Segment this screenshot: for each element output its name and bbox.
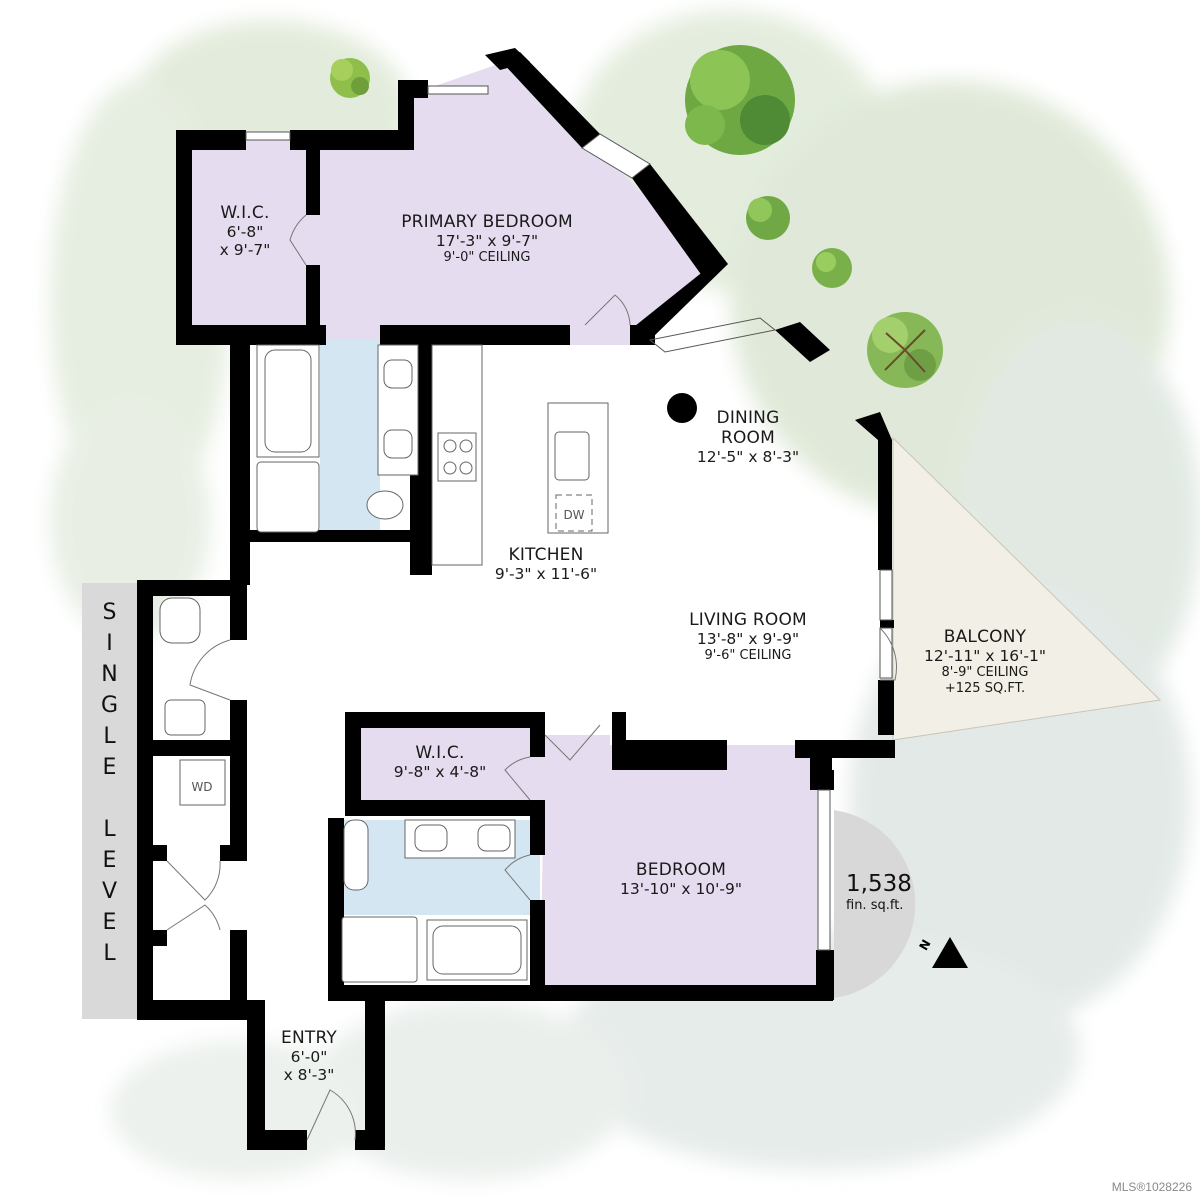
tree-icon xyxy=(746,196,790,240)
banner-letter: L xyxy=(103,724,116,749)
room-name: BALCONY xyxy=(943,627,1027,647)
mls-watermark: MLS®1028226 xyxy=(1111,1180,1192,1194)
room-name: KITCHEN xyxy=(508,545,584,565)
dining-room-label: DINING ROOM 12'-5" x 8'-3" xyxy=(697,408,799,466)
room-name: ENTRY xyxy=(281,1028,337,1048)
room-name: LIVING ROOM xyxy=(689,610,807,630)
doors xyxy=(166,214,897,1141)
banner-letter: G xyxy=(100,693,119,718)
area-circle xyxy=(834,810,916,998)
wic-primary-label: W.I.C. 6'-8" x 9'-7" xyxy=(220,203,271,260)
ceiling-height: 9'-6" CEILING xyxy=(704,648,792,664)
balcony-label: BALCONY 12'-11" x 16'-1" 8'-9" CEILING +… xyxy=(924,627,1046,696)
primary-bedroom-label: PRIMARY BEDROOM 17'-3" x 9'-7" 9'-0" CEI… xyxy=(401,212,573,266)
bathroom-fixtures xyxy=(159,344,528,983)
room-dimension: 9'-3" x 11'-6" xyxy=(494,565,598,584)
room-name: ROOM xyxy=(720,428,776,449)
finished-area: 1,538 fin. sq.ft. xyxy=(846,871,912,914)
tree-icon xyxy=(330,58,370,98)
banner-letter: E xyxy=(102,910,117,935)
area-unit: fin. sq.ft. xyxy=(846,898,904,913)
room-dimension: 12'-11" x 16'-1" xyxy=(923,647,1047,666)
bedroom-label: BEDROOM 13'-10" x 10'-9" xyxy=(620,860,742,898)
entry-label: ENTRY 6'-0" x 8'-3" xyxy=(281,1028,337,1085)
room-dimension: 13'-8" x 9'-9" xyxy=(696,630,800,649)
banner-letter: E xyxy=(102,848,117,873)
dishwasher-label: DW xyxy=(563,508,584,522)
room-name: W.I.C. xyxy=(415,743,465,763)
banner-letter: I xyxy=(106,631,113,656)
windows xyxy=(245,85,893,951)
banner-letter: S xyxy=(102,600,117,625)
room-dimension: 17'-3" x 9'-7" xyxy=(435,232,539,251)
tree-icon xyxy=(685,45,795,155)
ceiling-height: 9'-0" CEILING xyxy=(443,250,531,266)
banner-letter: E xyxy=(102,755,117,780)
room-name: W.I.C. xyxy=(220,203,270,223)
walls xyxy=(137,48,895,1150)
washer-dryer-label: WD xyxy=(191,780,212,794)
structural-column xyxy=(667,393,697,423)
banner-letter: V xyxy=(101,879,118,904)
room-dimension: 13'-10" x 10'-9" xyxy=(619,880,743,899)
extra-area: +125 SQ.FT. xyxy=(944,680,1026,696)
room-dimension: 12'-5" x 8'-3" xyxy=(696,448,800,467)
room-dimension: x 9'-7" xyxy=(219,241,271,260)
north-arrow-icon xyxy=(932,937,968,968)
bedroom-fills xyxy=(176,60,820,990)
kitchen-label: KITCHEN 9'-3" x 11'-6" xyxy=(495,545,597,583)
room-dimension: 6'-8" xyxy=(226,223,264,242)
tree-icon xyxy=(812,248,852,288)
room-dimension: 9'-8" x 4'-8" xyxy=(393,763,487,782)
living-room-label: LIVING ROOM 13'-8" x 9'-9" 9'-6" CEILING xyxy=(689,610,807,664)
ceiling-height: 8'-9" CEILING xyxy=(941,665,1029,681)
banner-letter: L xyxy=(103,817,116,842)
room-dimension: 6'-0" xyxy=(290,1048,328,1067)
room-dimension: x 8'-3" xyxy=(283,1066,335,1085)
room-name: DINING xyxy=(716,408,780,428)
wic-bedroom-label: W.I.C. 9'-8" x 4'-8" xyxy=(394,743,486,781)
balcony-floor xyxy=(892,436,1162,741)
banner-letter: L xyxy=(103,941,116,966)
single-level-banner: S I N G L E L E V E L xyxy=(82,583,137,1019)
room-name: PRIMARY BEDROOM xyxy=(401,212,573,232)
area-value: 1,538 xyxy=(846,871,912,897)
kitchen-counters xyxy=(431,344,609,566)
room-name: BEDROOM xyxy=(635,860,727,880)
tree-icon xyxy=(867,312,943,388)
banner-letter: N xyxy=(101,662,118,687)
